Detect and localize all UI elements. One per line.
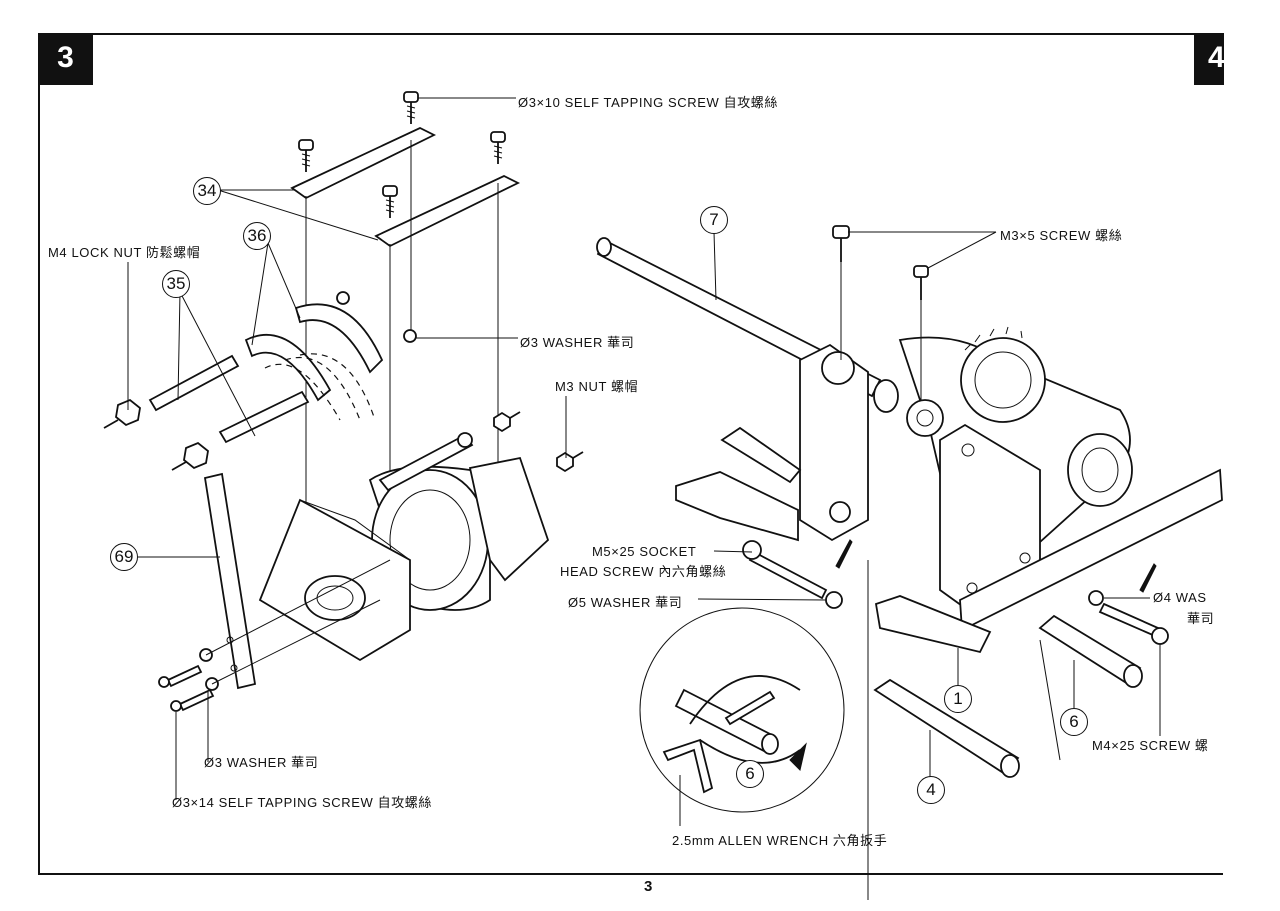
frame-left-rule xyxy=(38,33,40,875)
left-leader-lines xyxy=(127,97,567,800)
part-number-34: 34 xyxy=(193,177,221,205)
label-m5x25-socket-screw-line1: M5×25 SOCKET xyxy=(592,544,697,559)
step-number-right: 4 xyxy=(1194,33,1224,85)
frame-bottom-rule xyxy=(38,873,1223,875)
part-number-6-right: 6 xyxy=(1060,708,1088,736)
label-m4x25-screw: M4×25 SCREW 螺 xyxy=(1092,738,1209,753)
right-leader-lines xyxy=(679,231,1161,826)
label-washer-3-bottom: Ø3 WASHER 華司 xyxy=(204,755,319,770)
label-washer-4-line2: 華司 xyxy=(1187,611,1215,626)
part-number-35: 35 xyxy=(162,270,190,298)
label-washer-4-line1: Ø4 WAS xyxy=(1153,590,1207,605)
label-m4-lock-nut: M4 LOCK NUT 防鬆螺帽 xyxy=(48,245,201,260)
part-number-69: 69 xyxy=(110,543,138,571)
label-m3-nut: M3 NUT 螺帽 xyxy=(555,379,639,394)
label-self-tapping-screw-3x10: Ø3×10 SELF TAPPING SCREW 自攻螺絲 xyxy=(518,95,779,110)
part-number-6-inset: 6 xyxy=(736,760,764,788)
part-number-1: 1 xyxy=(944,685,972,713)
part-number-7: 7 xyxy=(700,206,728,234)
page-number: 3 xyxy=(644,878,653,895)
label-washer-5: Ø5 WASHER 華司 xyxy=(568,595,683,610)
label-m5x25-socket-screw-line2: HEAD SCREW 內六角螺絲 xyxy=(560,564,727,579)
label-self-tapping-screw-3x14: Ø3×14 SELF TAPPING SCREW 自攻螺絲 xyxy=(172,795,433,810)
part-number-4: 4 xyxy=(917,776,945,804)
label-m3x5-screw: M3×5 SCREW 螺絲 xyxy=(1000,228,1123,243)
frame-top-rule xyxy=(38,33,1223,35)
right-assembly-drawing xyxy=(596,225,1223,900)
label-washer-3-top: Ø3 WASHER 華司 xyxy=(520,335,635,350)
step-number-left: 3 xyxy=(38,33,93,85)
label-allen-wrench: 2.5mm ALLEN WRENCH 六角扳手 xyxy=(672,833,888,848)
part-number-36: 36 xyxy=(243,222,271,250)
left-assembly-drawing xyxy=(103,91,584,712)
